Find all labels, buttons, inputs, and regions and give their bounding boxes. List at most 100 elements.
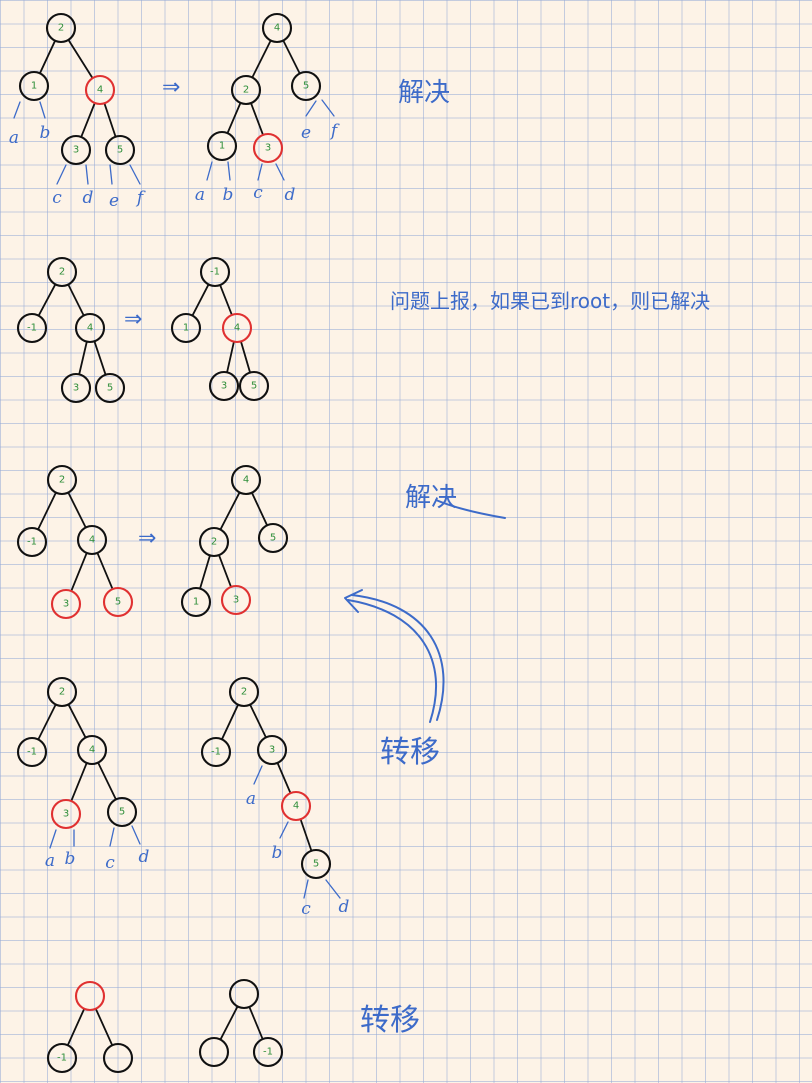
node-label: 4: [87, 323, 93, 334]
node-label: 5: [117, 145, 123, 156]
node-label: 4: [243, 475, 249, 486]
leaf-stub: [321, 99, 335, 117]
note-transfer-2: 转移: [360, 1003, 420, 1038]
node-label: 5: [313, 859, 319, 870]
tree-edge: [67, 491, 87, 529]
node-label: 3: [73, 383, 79, 394]
tree-edge: [103, 102, 117, 138]
node-label: 5: [107, 383, 113, 394]
leaf-label: a: [195, 185, 205, 205]
tree-node: [199, 256, 231, 288]
leaf-stub: [49, 829, 57, 849]
node-label: 3: [63, 599, 69, 610]
note-underline: [435, 499, 506, 519]
leaf-stub: [253, 765, 263, 785]
tree-node: [76, 524, 108, 556]
tree-edge: [276, 761, 292, 795]
tree-node: [230, 74, 262, 106]
tree-node: [180, 586, 212, 618]
tree-node: [300, 848, 332, 880]
node-label: 5: [251, 381, 257, 392]
leaf-stub: [39, 101, 46, 119]
note-resolved-1: 解决: [398, 78, 450, 108]
tree-edge: [219, 284, 233, 316]
tree-edge: [226, 101, 242, 135]
tree-node: [84, 74, 116, 106]
tree-node: [261, 12, 293, 44]
node-label: 5: [303, 81, 309, 92]
tree-node: [18, 70, 50, 102]
leaf-label: a: [45, 851, 55, 871]
leaf-label: c: [105, 853, 115, 873]
leaf-label: e: [301, 123, 311, 143]
leaf-stub: [275, 163, 285, 181]
tree-edge: [250, 102, 264, 136]
node-label: 4: [97, 85, 103, 96]
leaf-stub: [85, 164, 89, 185]
tree-node: [280, 790, 312, 822]
leaf-label: d: [139, 847, 150, 867]
tree-edge: [37, 283, 57, 317]
node-label: 3: [221, 381, 227, 392]
tree-edge: [37, 491, 57, 531]
tree-node: [220, 584, 252, 616]
node-label: 4: [274, 23, 280, 34]
tree-node: [50, 798, 82, 830]
tree-edge: [96, 552, 114, 590]
node-label: -1: [210, 267, 220, 278]
node-label: 2: [243, 85, 249, 96]
leaf-stub: [206, 161, 213, 181]
tree-node: [60, 134, 92, 166]
leaf-stub: [131, 825, 141, 845]
tree-node: [60, 372, 92, 404]
tree-edge: [67, 703, 87, 739]
leaf-stub: [227, 161, 231, 181]
node-label: 4: [234, 323, 240, 334]
tree-edge: [94, 1007, 114, 1047]
node-label: 3: [265, 143, 271, 154]
curved-arrow-icon: [344, 589, 445, 723]
tree-node: [104, 134, 136, 166]
transform-arrow-2: ⇒: [124, 307, 142, 332]
note-transfer-1: 转移: [380, 735, 440, 770]
leaf-stub: [257, 163, 263, 181]
leaf-stub: [279, 821, 289, 839]
node-label: 2: [211, 537, 217, 548]
tree-node: [46, 676, 78, 708]
leaf-label: d: [285, 185, 296, 205]
tree-node: [252, 132, 284, 164]
node-label: 3: [63, 809, 69, 820]
leaf-label: d: [339, 897, 350, 917]
node-label: 1: [219, 141, 225, 152]
tree-edge: [240, 340, 251, 374]
tree-edge: [219, 491, 241, 531]
node-label: 2: [59, 475, 65, 486]
leaf-stub: [109, 164, 113, 185]
tree-node: [45, 12, 77, 44]
tree-edge: [39, 39, 56, 75]
leaf-label: b: [65, 849, 76, 869]
tree-node: [228, 978, 260, 1010]
node-label: 3: [73, 145, 79, 156]
leaf-label: c: [52, 188, 62, 208]
tree-edge: [251, 39, 272, 79]
tree-edge: [251, 491, 268, 527]
tree-node: [198, 526, 230, 558]
tree-edge: [191, 283, 210, 317]
tree-node: [74, 312, 106, 344]
tree-edge: [226, 340, 235, 374]
tree-edge: [249, 703, 267, 739]
tree-edge: [248, 1006, 264, 1040]
tree-node: [46, 256, 78, 288]
tree-edge: [219, 1005, 239, 1041]
node-label: -1: [27, 537, 37, 548]
node-label: 2: [59, 267, 65, 278]
tree-edge: [78, 340, 88, 376]
tree-node: [76, 734, 108, 766]
leaf-stub: [129, 164, 141, 185]
leaf-stub: [109, 827, 115, 847]
